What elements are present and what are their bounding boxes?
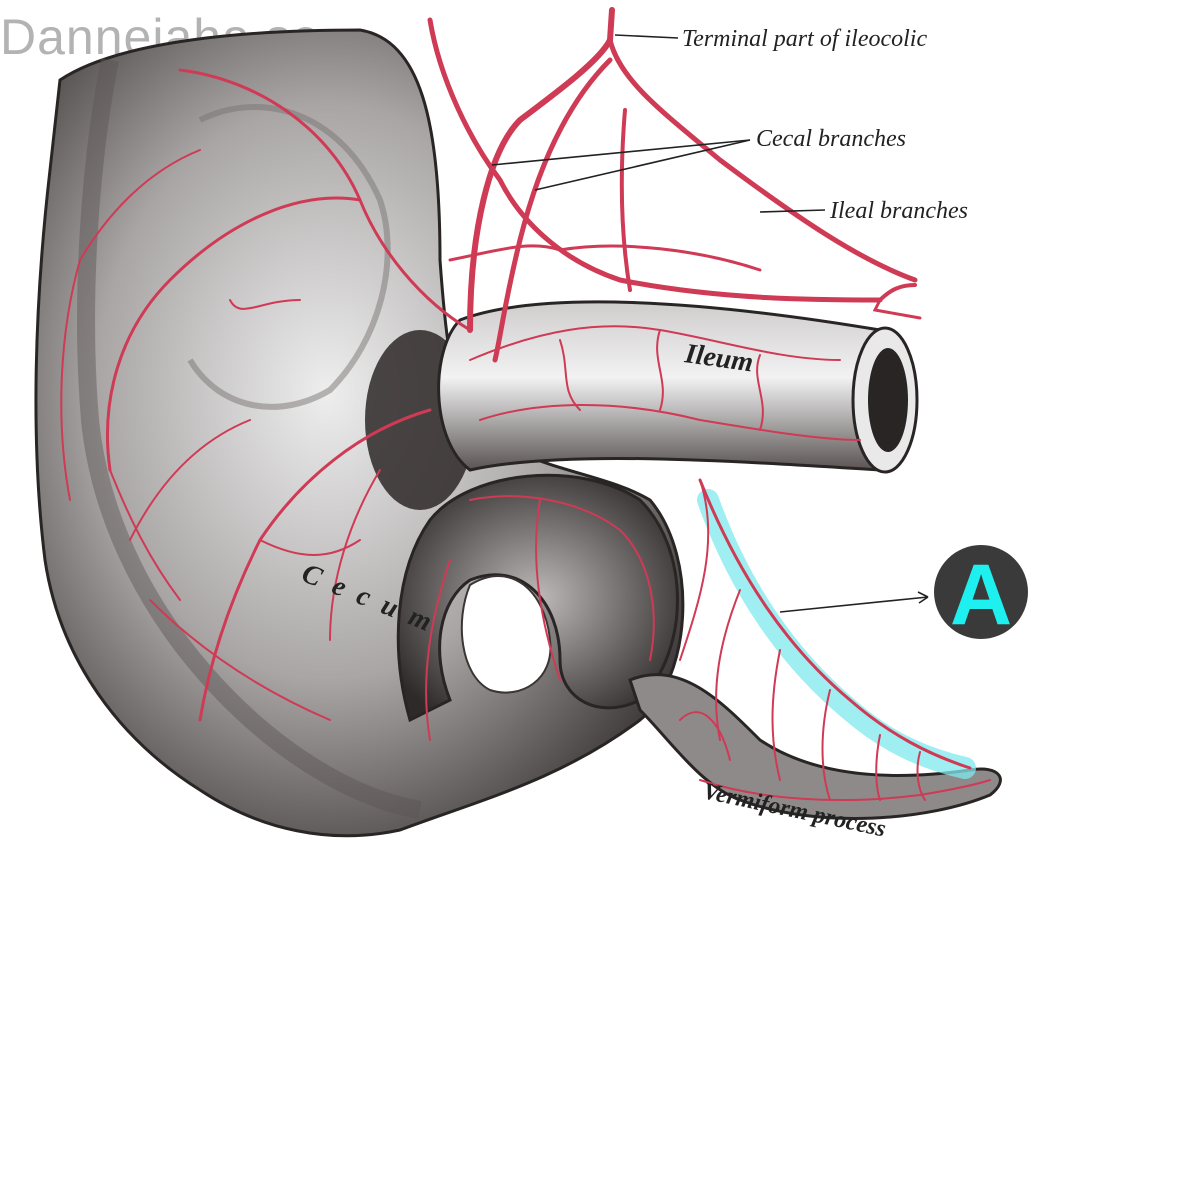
leader-marker-arrow xyxy=(917,591,929,604)
leader-cecal-2 xyxy=(534,139,751,191)
marker-a-circle xyxy=(934,545,1028,639)
artery-network xyxy=(60,7,991,801)
label-cecal-branches: Cecal branches xyxy=(756,126,906,152)
leader-cecal-1 xyxy=(491,139,751,166)
vermiform-process xyxy=(628,673,1002,820)
ileum-tube xyxy=(437,300,882,472)
label-terminal-ileocolic: Terminal part of ileocolic xyxy=(682,26,927,52)
leader-ileal xyxy=(759,209,826,213)
label-ileal-branches: Ileal branches xyxy=(829,198,968,224)
artery-highlight xyxy=(697,489,976,779)
ileum-lumen-inner xyxy=(868,348,908,452)
marker-a: A xyxy=(934,545,1028,643)
loop-hollow xyxy=(460,575,552,694)
taenia-band xyxy=(77,58,422,819)
marker-a-letter: A xyxy=(950,547,1012,643)
leader-terminal xyxy=(614,34,679,39)
leader-marker xyxy=(779,596,929,613)
cecal-loop xyxy=(396,473,679,723)
leader-lines xyxy=(491,34,929,613)
